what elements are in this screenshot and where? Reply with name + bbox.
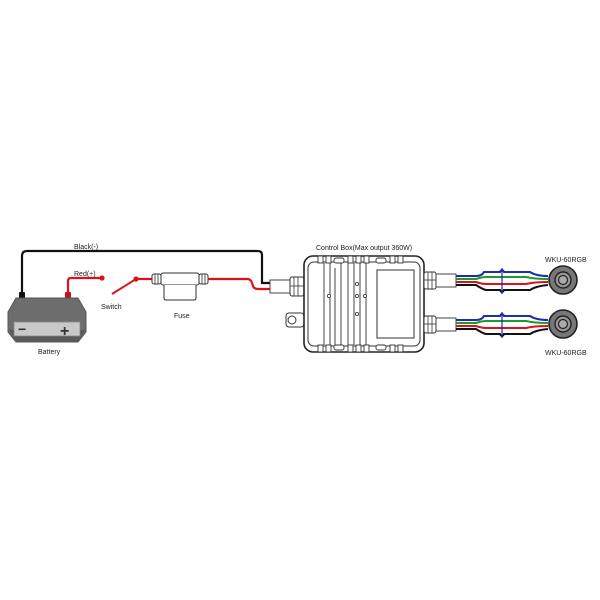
output-cable-lower bbox=[423, 312, 549, 338]
control-box: Control Box(Max output 360W) bbox=[303, 245, 425, 353]
light-lower: WKU-60RGB bbox=[545, 309, 587, 357]
output-cable-upper bbox=[423, 268, 549, 294]
red-wire-label: Red(+) bbox=[74, 271, 96, 278]
red-wire-to-control-box bbox=[208, 277, 288, 291]
input-connector bbox=[269, 276, 305, 297]
fuse: Fuse bbox=[151, 272, 209, 320]
light-lower-label: WKU-60RGB bbox=[545, 350, 587, 357]
black-wire-label: Black(-) bbox=[74, 244, 98, 251]
red-positive-wire: Red(+) bbox=[66, 271, 105, 296]
plus-symbol: + bbox=[60, 323, 69, 340]
light-upper-label: WKU-60RGB bbox=[545, 257, 587, 264]
light-upper: WKU-60RGB bbox=[545, 257, 587, 295]
switch-label: Switch bbox=[101, 304, 122, 311]
control-box-label: Control Box(Max output 360W) bbox=[316, 245, 412, 252]
battery-label: Battery bbox=[38, 349, 61, 356]
minus-symbol: − bbox=[18, 321, 26, 337]
battery: − + Battery bbox=[7, 292, 87, 356]
fuse-label: Fuse bbox=[174, 313, 190, 320]
switch: Switch bbox=[101, 276, 152, 311]
black-negative-wire: Black(-) bbox=[20, 244, 288, 296]
mounting-tab bbox=[285, 312, 305, 328]
